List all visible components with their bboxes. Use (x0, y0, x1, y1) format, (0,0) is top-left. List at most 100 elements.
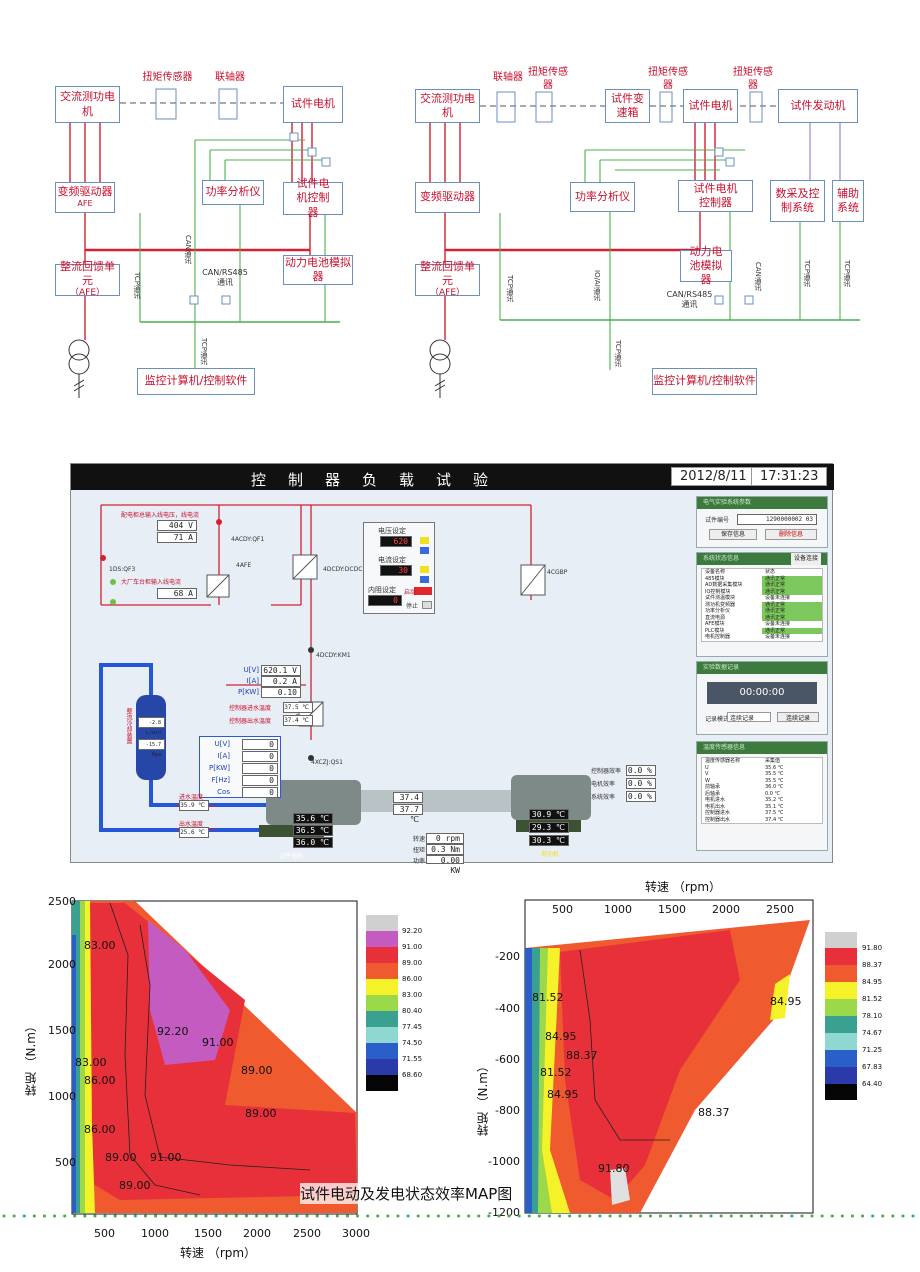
table-cell: W (705, 777, 710, 784)
table-cell: 35.1 ℃ (765, 803, 784, 810)
table-cell: 前轴承 (705, 784, 721, 790)
legend-label: 71.25 (862, 1046, 883, 1054)
meas-p-label: P[KW] (209, 764, 230, 772)
map-right-contour-4: 81.52 (540, 1066, 572, 1079)
test-no-input[interactable]: 1290000002 03 (737, 514, 817, 525)
eff1-label: 控制器效率 (591, 768, 622, 775)
map-left-ytick-500: 500 (55, 1156, 76, 1169)
stop-label: 停止 (406, 603, 419, 610)
map-left-xlabel: 转速 （rpm） (180, 1246, 257, 1260)
outlet-temp-label: 出水温度 (179, 821, 204, 828)
tcp-vlabel: TCP通讯 (133, 272, 141, 299)
map-left-contour-1: 83.00 (84, 939, 116, 952)
map-left-plot (71, 900, 358, 1215)
eff3-value: 0.0 % (626, 791, 656, 802)
current-set-label: 电流设定 (378, 556, 406, 564)
map-right-xtick-500: 500 (552, 903, 573, 916)
table-cell: 485模块 (705, 575, 725, 582)
map-left-legend-swatches (366, 915, 398, 1091)
r-coupling-label: 联轴器 (493, 72, 523, 83)
table-cell: AFE模块 (705, 621, 725, 627)
meas-u-value: 0 (242, 739, 278, 750)
eff2-label: 电机效率 (591, 781, 616, 788)
r-aux-box: 辅助系统 (832, 180, 864, 222)
map-left-contour-9: 89.00 (105, 1151, 137, 1164)
r-tcp-vlabel-3: TCP通讯 (843, 260, 851, 287)
current-up-button[interactable] (420, 566, 429, 573)
dyno-temp-2: 29.3 ℃ (529, 822, 569, 833)
qs1-label: 4XCZJ:QS1 (311, 759, 343, 766)
power-value: 0.00 KW (426, 855, 464, 875)
current-set-input[interactable]: 30 (380, 565, 412, 576)
r-torque-sensor-2: 扭矩传感器 (648, 67, 688, 91)
map-right-xtick-2000: 2000 (712, 903, 740, 916)
voltage-up-button[interactable] (420, 537, 429, 544)
table-cell: PLC模块 (705, 627, 725, 634)
dcdc-label: 4DCDY:DCDC (323, 566, 363, 573)
r-monitor-pc-box: 监控计算机/控制软件 (652, 368, 757, 395)
table-cell: 35.2 ℃ (765, 797, 784, 803)
r-can-text: CAN/RS485 (666, 290, 713, 299)
hmi-title: 控制器负载试验 (251, 471, 511, 489)
table-cell: 电机出水 (705, 803, 726, 810)
table-cell: 后轴承 (705, 790, 721, 797)
test-no-label: 试件编号 (705, 517, 730, 524)
map-right-ytick-200: -200 (495, 950, 520, 963)
map-left-xtick-1500: 1500 (194, 1227, 222, 1240)
test-motor-box: 试件电机 (283, 86, 343, 123)
i-value: 0.2 A (261, 676, 301, 687)
table-cell: V (705, 771, 709, 777)
legend-label: 67.83 (862, 1063, 883, 1071)
start-button[interactable] (414, 587, 432, 595)
save-info-button[interactable]: 保存信息 (709, 529, 757, 540)
table-cell: 测功机变频器 (705, 601, 736, 608)
qf1-label: 4ACDY:QF1 (231, 536, 265, 543)
start-label: 启动 (404, 589, 417, 596)
p-value: 0.10 (261, 687, 301, 698)
record-button[interactable]: 连续记录 (777, 712, 819, 722)
map-right-ylabel: 转矩 （N.m） (476, 1060, 490, 1137)
table-cell: 36.0 ℃ (765, 784, 784, 790)
map-right-ytick-400: -400 (495, 1002, 520, 1015)
legend-label: 88.37 (862, 961, 883, 969)
r-torque-sensor-3: 扭矩传感器 (733, 67, 773, 91)
current-down-button[interactable] (420, 576, 429, 583)
motor-temp-2: 36.5 ℃ (293, 825, 333, 836)
speed-value: 0 rpm (426, 833, 464, 844)
legend-label: 78.10 (862, 1012, 883, 1020)
r-comm-text: 通讯 (681, 300, 698, 309)
voltage-set-input[interactable]: 620 (380, 536, 412, 547)
test-motor-label: 试件电机 (279, 853, 304, 860)
inlet-temp: 35.9 ℃ (179, 800, 209, 811)
legend-label: 92.20 (402, 927, 423, 935)
stop-button[interactable] (422, 601, 432, 609)
map-left-contour-8: 86.00 (84, 1123, 116, 1136)
vfd-label: 变频驱动器 (57, 185, 113, 199)
speed-label: 转速 (413, 836, 426, 843)
can-comm-vlabel: CAN通讯 (184, 235, 192, 264)
map-left-contour-5: 89.00 (245, 1107, 277, 1120)
connect-button[interactable]: 设备连接 (790, 553, 821, 565)
r-regen-unit-label: 整流回馈单元 (420, 259, 475, 288)
table-cell: 通讯正常 (762, 627, 822, 634)
table-row: AD数据采集模块通讯正常 (702, 582, 822, 589)
meas-i-label: I[A] (217, 752, 230, 760)
r-tcp-vlabel-2: TCP通讯 (803, 260, 811, 287)
r-test-gearbox-box: 试件变速箱 (605, 89, 650, 123)
coupling-label: 联轴器 (215, 72, 245, 83)
ctrl-out-temp: 37.4 ℃ (283, 715, 313, 726)
resistance-input[interactable]: 0 (368, 595, 402, 606)
table-cell: AD数据采集模块 (705, 582, 743, 588)
voltage-down-button[interactable] (420, 547, 429, 554)
r-can-vlabel: CAN通讯 (754, 262, 762, 291)
record-mode-select[interactable]: 连续记录 (727, 712, 771, 722)
delete-info-button[interactable]: 删除信息 (765, 529, 817, 540)
r-regen-unit-sub: （AFE） (429, 288, 466, 299)
hmi-date: 2012/8/11 (671, 467, 756, 486)
side-title-3: 实验数据记录 (697, 662, 827, 674)
dotted-divider (2, 1214, 918, 1218)
